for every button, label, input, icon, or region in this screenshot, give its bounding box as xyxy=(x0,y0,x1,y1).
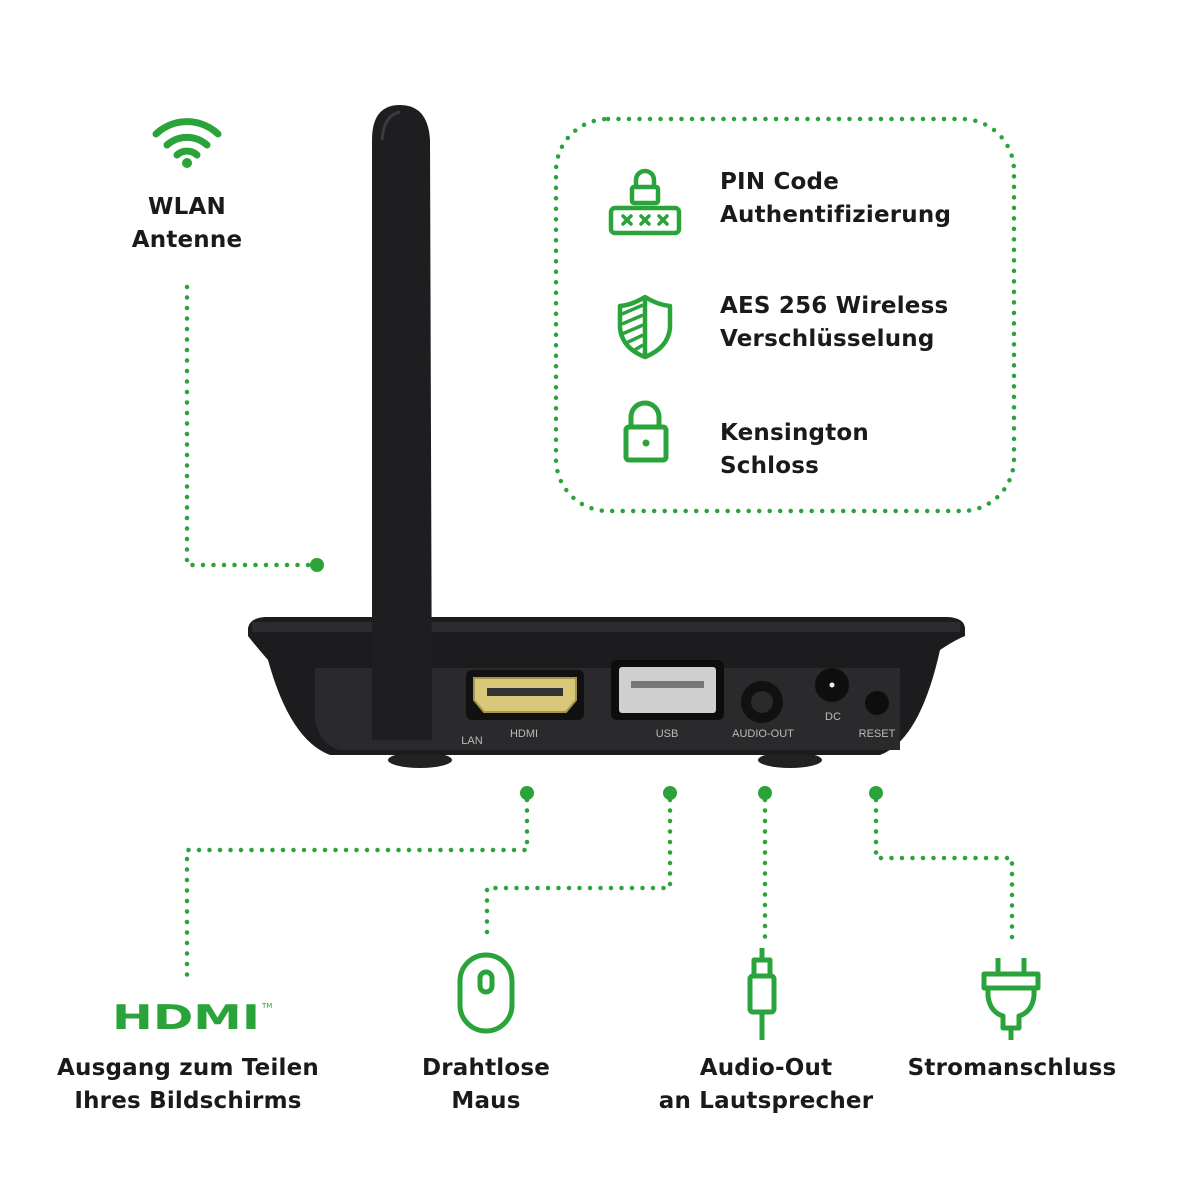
antenna-label: WLAN Antenne xyxy=(132,191,243,257)
svg-text:TM: TM xyxy=(261,1002,272,1010)
port-label-audio-out: AUDIO-OUT xyxy=(732,728,794,740)
usb-dot xyxy=(663,786,677,800)
port-label-usb: USB xyxy=(655,728,679,740)
security-features-frame xyxy=(553,116,1017,514)
power-plug-icon xyxy=(981,958,1041,1040)
reset-dot xyxy=(869,786,883,800)
feature-pin-code: PIN Code Authentifizierung xyxy=(720,166,951,232)
antenna-label-line1: WLAN xyxy=(148,194,226,220)
port-label-hdmi: HDMI xyxy=(509,728,539,740)
feature-line1: AES 256 Wireless xyxy=(720,293,949,319)
port-label-reset: RESET xyxy=(858,728,896,740)
hdmi-output-label: Ausgang zum Teilen Ihres Bildschirms xyxy=(57,1052,319,1118)
shield-icon xyxy=(617,294,673,360)
hdmi-logo: HDMI TM xyxy=(112,998,272,1034)
wifi-icon xyxy=(152,118,222,168)
audio-jack-icon xyxy=(747,948,777,1040)
wireless-mouse-label: Drahtlose Maus xyxy=(422,1052,550,1118)
label-line1: Audio-Out xyxy=(699,1055,833,1081)
pin-lock-icon xyxy=(608,168,682,236)
audio-dot xyxy=(758,786,772,800)
label-line2: Ihres Bildschirms xyxy=(74,1088,302,1114)
feature-line2: Schloss xyxy=(720,453,820,479)
feature-kensington-lock: Kensington Schloss xyxy=(720,417,869,483)
audio-out-label: Audio-Out an Lautsprecher xyxy=(659,1052,874,1118)
label-line1: Stromanschluss xyxy=(907,1055,1117,1081)
mouse-icon xyxy=(457,952,515,1034)
hdmi-connector xyxy=(184,797,530,988)
reset-button xyxy=(865,691,889,715)
feature-line1: PIN Code xyxy=(720,169,840,195)
label-line1: Drahtlose xyxy=(421,1055,551,1081)
port-label-dc: DC xyxy=(825,711,841,723)
label-line2: an Lautsprecher xyxy=(658,1088,874,1114)
antenna-connector xyxy=(184,284,320,568)
hdmi-dot xyxy=(520,786,534,800)
label-line1: Ausgang zum Teilen xyxy=(56,1055,320,1081)
feature-line1: Kensington xyxy=(720,420,869,446)
port-label-lan: LAN xyxy=(461,735,483,747)
feature-line2: Authentifizierung xyxy=(720,202,952,228)
feature-aes-encryption: AES 256 Wireless Verschlüsselung xyxy=(720,290,948,356)
antenna-label-line2: Antenne xyxy=(131,227,243,253)
padlock-icon xyxy=(623,400,669,463)
power-connector xyxy=(873,797,1015,943)
power-label: Stromanschluss xyxy=(908,1052,1117,1085)
hdmi-logo-text: HDMI xyxy=(112,998,260,1034)
usb-connector xyxy=(484,797,673,943)
antenna xyxy=(372,105,432,740)
feature-line2: Verschlüsselung xyxy=(720,326,935,352)
antenna-dot xyxy=(310,558,324,572)
label-line2: Maus xyxy=(451,1088,521,1114)
streaming-device xyxy=(248,105,965,768)
